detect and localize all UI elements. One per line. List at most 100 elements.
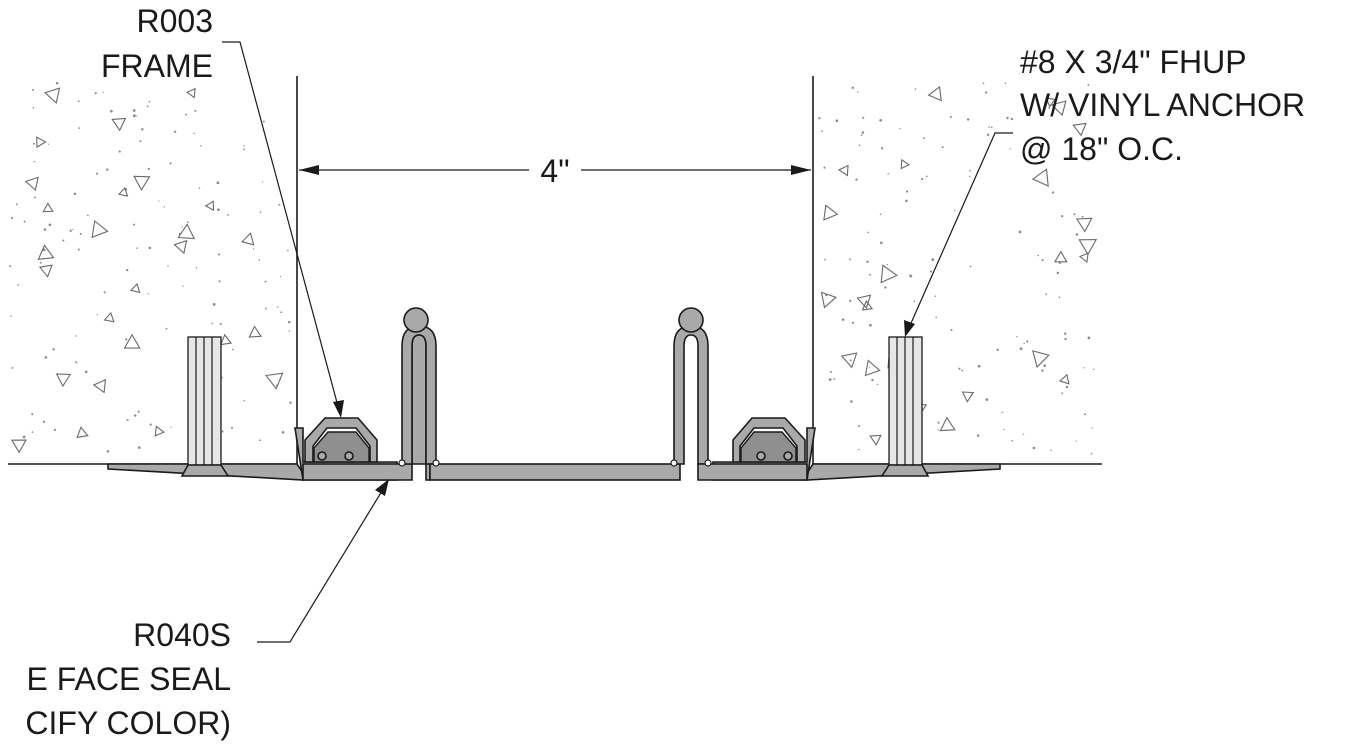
concrete-speckle	[118, 150, 121, 153]
concrete-aggregate	[133, 175, 151, 192]
concrete-speckle	[1064, 332, 1067, 335]
concrete-speckle	[146, 105, 149, 108]
concrete-speckle	[137, 410, 140, 413]
concrete-speckle	[133, 114, 136, 118]
concrete-speckle	[230, 426, 234, 429]
concrete-speckle	[281, 431, 285, 434]
concrete-speckle	[982, 82, 985, 85]
concrete-aggregate	[837, 164, 849, 177]
concrete-speckle	[280, 311, 283, 314]
concrete-aggregate	[204, 200, 215, 212]
concrete-speckle	[22, 435, 26, 439]
concrete-speckle	[243, 145, 245, 147]
concrete-speckle	[77, 248, 80, 251]
concrete-aggregate	[1053, 250, 1068, 263]
concrete-speckle	[855, 178, 858, 181]
concrete-speckle	[31, 413, 34, 416]
concrete-speckle	[1092, 368, 1095, 371]
concrete-speckle	[48, 223, 52, 227]
concrete-speckle	[880, 147, 884, 150]
concrete-speckle	[1016, 336, 1018, 338]
dimension-line	[299, 165, 811, 175]
label-frame-line1: R003	[137, 3, 214, 39]
concrete-speckle	[42, 420, 46, 423]
concrete-speckle	[167, 265, 169, 267]
concrete-speckle	[17, 284, 20, 286]
concrete-aggregate	[961, 391, 975, 403]
concrete-speckle	[905, 199, 908, 203]
concrete-aggregate	[111, 117, 127, 132]
label-fastener-line2: W/ VINYL ANCHOR	[1020, 87, 1305, 123]
concrete-speckle	[886, 263, 889, 266]
concrete-speckle	[876, 383, 879, 386]
concrete-speckle	[1037, 254, 1039, 257]
concrete-speckle	[276, 306, 279, 308]
concrete-aggregate	[91, 219, 109, 239]
concrete-speckle	[1041, 369, 1044, 372]
concrete-speckle	[193, 132, 195, 135]
concrete-speckle	[186, 221, 189, 223]
concrete-speckle	[198, 187, 201, 189]
concrete-speckle	[219, 322, 222, 326]
concrete-aggregate	[1050, 100, 1067, 117]
vinyl-anchor-right	[880, 336, 930, 477]
concrete-speckle	[231, 348, 234, 351]
concrete-aggregate	[1078, 252, 1089, 264]
concrete-aggregate	[939, 416, 956, 432]
concrete-aggregate	[185, 87, 196, 99]
concrete-speckle	[147, 167, 150, 170]
concrete-speckle	[1003, 428, 1005, 431]
concrete-speckle	[141, 128, 144, 131]
concrete-speckle	[265, 307, 267, 310]
concrete-speckle	[818, 117, 821, 120]
concrete-speckle	[1083, 367, 1085, 369]
concrete-speckle	[163, 206, 166, 208]
concrete-speckle	[169, 162, 172, 165]
concrete-speckle	[43, 228, 47, 231]
concrete-speckle	[278, 203, 281, 206]
concrete-speckle	[170, 426, 172, 429]
concrete-speckle	[1050, 449, 1052, 452]
concrete-speckle	[243, 148, 245, 151]
concrete-speckle	[279, 275, 282, 278]
concrete-aggregate	[1045, 97, 1057, 108]
concrete-speckle	[905, 190, 909, 193]
concrete-speckle	[913, 300, 916, 303]
concrete-aggregate	[264, 372, 284, 390]
concrete-speckle	[985, 91, 988, 94]
concrete-speckle	[950, 328, 953, 332]
concrete-speckle	[106, 450, 110, 453]
concrete-speckle	[55, 81, 59, 85]
concrete-speckle	[966, 118, 970, 121]
concrete-aggregate	[880, 264, 898, 284]
concrete-speckle	[32, 107, 35, 109]
label-fastener-line3: @ 18" O.C.	[1020, 131, 1183, 167]
concrete-speckle	[137, 446, 141, 449]
label-frame-line2: FRAME	[101, 48, 213, 84]
concrete-aggregate	[55, 373, 72, 388]
concrete-speckle	[1043, 364, 1047, 367]
concrete-speckle	[1087, 83, 1090, 86]
concrete-speckle	[1026, 340, 1029, 343]
concrete-speckle	[835, 119, 839, 123]
concrete-speckle	[828, 378, 832, 381]
concrete-aggregate	[38, 264, 53, 278]
concrete-speckle	[181, 226, 183, 228]
concrete-speckle	[935, 316, 937, 319]
leader-seal	[257, 479, 389, 643]
concrete-speckle	[937, 429, 940, 431]
concrete-speckle	[857, 424, 861, 428]
concrete-speckle	[216, 181, 220, 185]
concrete-speckle	[110, 109, 113, 113]
concrete-speckle	[212, 303, 216, 306]
concrete-speckle	[1051, 191, 1055, 194]
concrete-speckle	[1022, 433, 1025, 435]
concrete-speckle	[1087, 336, 1091, 340]
concrete-speckle	[879, 119, 882, 122]
concrete-speckle	[136, 247, 138, 249]
concrete-speckle	[227, 214, 229, 216]
concrete-aggregate	[1078, 239, 1098, 256]
concrete-speckle	[937, 421, 940, 424]
concrete-aggregate	[248, 325, 262, 338]
concrete-speckle	[72, 228, 74, 231]
